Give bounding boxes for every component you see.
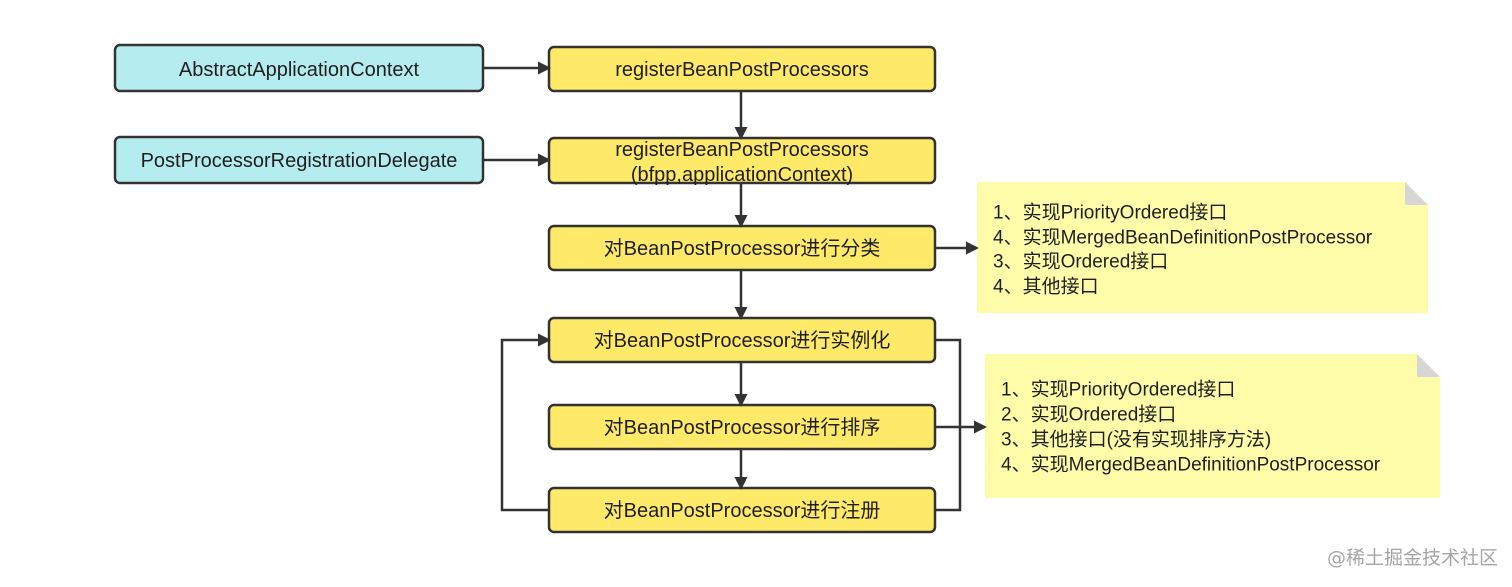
register-label: 对BeanPostProcessor进行注册	[604, 499, 881, 522]
node-abstract-application-context: AbstractApplicationContext	[113, 43, 485, 93]
bracket-instantiate-to-register	[935, 338, 962, 512]
note-line: 1、实现PriorityOrdered接口	[1001, 379, 1235, 401]
note-classification-rules-body	[977, 182, 1428, 313]
node-instantiate: 对BeanPostProcessor进行实例化	[547, 316, 937, 364]
classify-label: 对BeanPostProcessor进行分类	[604, 237, 881, 260]
abstract-application-context-label: AbstractApplicationContext	[179, 59, 420, 81]
note-line: 4、其他接口	[993, 276, 1099, 298]
note-line: 4、实现MergedBeanDefinitionPostProcessor	[1001, 454, 1381, 476]
note-line: 3、实现Ordered接口	[993, 251, 1168, 273]
watermark: @稀土掘金技术社区	[1327, 547, 1498, 569]
note-sorting-rules-body	[985, 354, 1440, 498]
sort-label: 对BeanPostProcessor进行排序	[604, 416, 881, 439]
node-sort: 对BeanPostProcessor进行排序	[547, 403, 937, 451]
node-register: 对BeanPostProcessor进行注册	[547, 486, 937, 534]
note-line: 1、实现PriorityOrdered接口	[993, 202, 1227, 224]
register-bean-post-processors-label: registerBeanPostProcessors	[615, 59, 868, 81]
register-bean-post-processors-with-args-label-line-2: (bfpp,applicationContext)	[631, 164, 853, 186]
note-sorting-rules: 1、实现PriorityOrdered接口 2、实现Ordered接口 3、其他…	[985, 354, 1440, 498]
arrow-loop-register-to-instantiate	[500, 333, 551, 512]
note-fold-corner	[1405, 182, 1428, 205]
node-classify: 对BeanPostProcessor进行分类	[547, 224, 937, 272]
node-register-bean-post-processors-with-args: registerBeanPostProcessors (bfpp,applica…	[547, 136, 937, 186]
node-register-bean-post-processors: registerBeanPostProcessors	[547, 45, 937, 93]
post-processor-registration-delegate-label: PostProcessorRegistrationDelegate	[141, 150, 458, 172]
instantiate-label: 对BeanPostProcessor进行实例化	[594, 329, 891, 352]
connectors	[483, 61, 987, 512]
note-fold-corner	[1417, 354, 1440, 377]
note-line: 3、其他接口(没有实现排序方法)	[1001, 429, 1271, 451]
node-post-processor-registration-delegate: PostProcessorRegistrationDelegate	[113, 135, 485, 185]
note-line: 4、实现MergedBeanDefinitionPostProcessor	[993, 227, 1373, 249]
note-classification-rules: 1、实现PriorityOrdered接口 4、实现MergedBeanDefi…	[977, 182, 1428, 313]
note-line: 2、实现Ordered接口	[1001, 404, 1176, 426]
register-bean-post-processors-with-args-label-line-1: registerBeanPostProcessors	[615, 139, 868, 161]
